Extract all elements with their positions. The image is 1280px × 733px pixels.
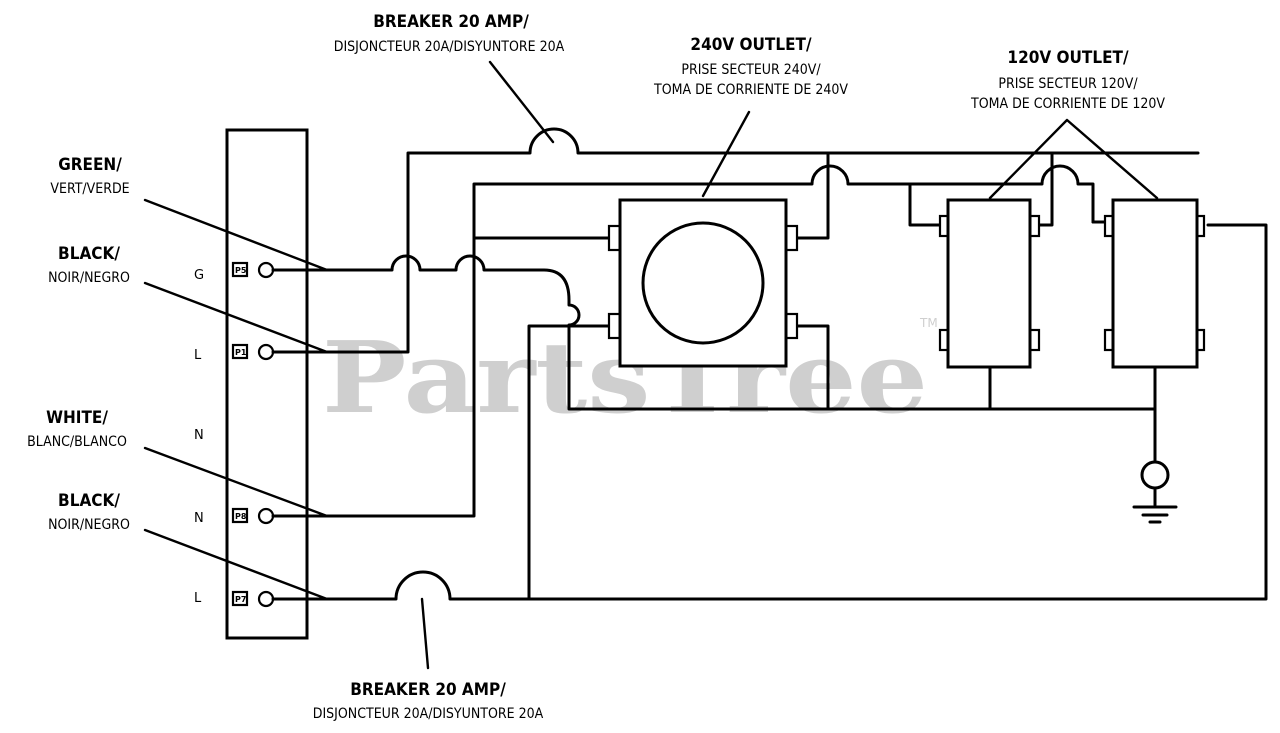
white-title: WHITE/ [46, 408, 108, 428]
leader-outlet-120v [988, 118, 1159, 200]
wiring [271, 127, 1268, 601]
wire-l2 [271, 223, 1268, 601]
green-subtitle: VERT/VERDE [50, 181, 129, 197]
label-green: GREEN/ VERT/VERDE [50, 155, 129, 197]
ground-terminal-icon [1140, 460, 1170, 490]
leader-breaker-top [488, 60, 555, 144]
leader-green [143, 198, 329, 272]
label-outlet-240v: 240V OUTLET/ PRISE SECTEUR 240V/ TOMA DE… [653, 35, 848, 98]
breaker-bottom-subtitle: DISJONCTEUR 20A/DISYUNTORE 20A [313, 706, 544, 722]
green-title: GREEN/ [58, 155, 122, 175]
outlet-240v-face-icon [641, 221, 765, 345]
breaker-top-title: BREAKER 20 AMP/ [373, 12, 529, 32]
outlet-240v-subtitle-1: PRISE SECTEUR 240V/ [681, 62, 821, 78]
terminal-letter-l1: L [194, 348, 202, 363]
label-breaker-top: BREAKER 20 AMP/ DISJONCTEUR 20A/DISYUNTO… [334, 12, 565, 55]
white-subtitle: BLANC/BLANCO [27, 434, 127, 450]
label-outlet-120v: 120V OUTLET/ PRISE SECTEUR 120V/ TOMA DE… [970, 48, 1165, 112]
breaker-top-subtitle: DISJONCTEUR 20A/DISYUNTORE 20A [334, 39, 565, 55]
outlet-120v-b [1103, 198, 1206, 369]
watermark-trademark: TM [919, 316, 938, 330]
wire-240-right-top [793, 151, 830, 240]
black-1-title: BLACK/ [58, 244, 120, 264]
leader-lines [143, 60, 1159, 670]
label-black-1: BLACK/ NOIR/NEGRO [48, 244, 130, 286]
leader-white [143, 446, 329, 518]
wire-120a-right [1036, 151, 1054, 227]
outlet-120v-a [938, 198, 1041, 369]
terminal-tag-p5: P5 [235, 266, 247, 275]
leader-black-1 [143, 281, 329, 354]
terminal-letter-g: G [194, 268, 204, 283]
terminal-tag-p1: P1 [235, 348, 247, 357]
breaker-bottom-title: BREAKER 20 AMP/ [350, 680, 506, 700]
label-white: WHITE/ BLANC/BLANCO [27, 408, 127, 450]
outlet-120v-subtitle-2: TOMA DE CORRIENTE DE 120V [970, 96, 1165, 112]
ground-symbol-icon [1132, 486, 1178, 524]
terminal-block: G L N N L P5 P1 P8 P7 [194, 128, 309, 640]
black-2-title: BLACK/ [58, 491, 120, 511]
outlet-240v [607, 198, 799, 368]
leader-black-2 [143, 528, 329, 601]
black-2-subtitle: NOIR/NEGRO [48, 517, 130, 533]
terminal-letter-l2: L [194, 591, 202, 606]
leader-outlet-240v [701, 110, 751, 198]
wire-240-left-bottom [527, 324, 613, 601]
terminal-tag-p8: P8 [235, 512, 247, 521]
outlet-240v-title: 240V OUTLET/ [690, 35, 812, 55]
label-black-2: BLACK/ NOIR/NEGRO [48, 491, 130, 533]
terminal-tag-p7: P7 [235, 595, 246, 604]
leader-breaker-bottom [420, 597, 430, 670]
outlet-240v-subtitle-2: TOMA DE CORRIENTE DE 240V [653, 82, 848, 98]
terminal-letter-n: N [194, 511, 204, 526]
wire-l1 [271, 127, 1200, 354]
wire-120a-left [908, 182, 942, 227]
label-breaker-bottom: BREAKER 20 AMP/ DISJONCTEUR 20A/DISYUNTO… [313, 680, 544, 722]
wire-240-right-bottom [793, 324, 830, 411]
outlet-120v-title: 120V OUTLET/ [1007, 48, 1129, 68]
black-1-subtitle: NOIR/NEGRO [48, 270, 130, 286]
outlet-120v-subtitle-1: PRISE SECTEUR 120V/ [998, 76, 1138, 92]
terminal-letter-n-blank: N [194, 428, 204, 443]
wire-neutral [271, 164, 1095, 518]
